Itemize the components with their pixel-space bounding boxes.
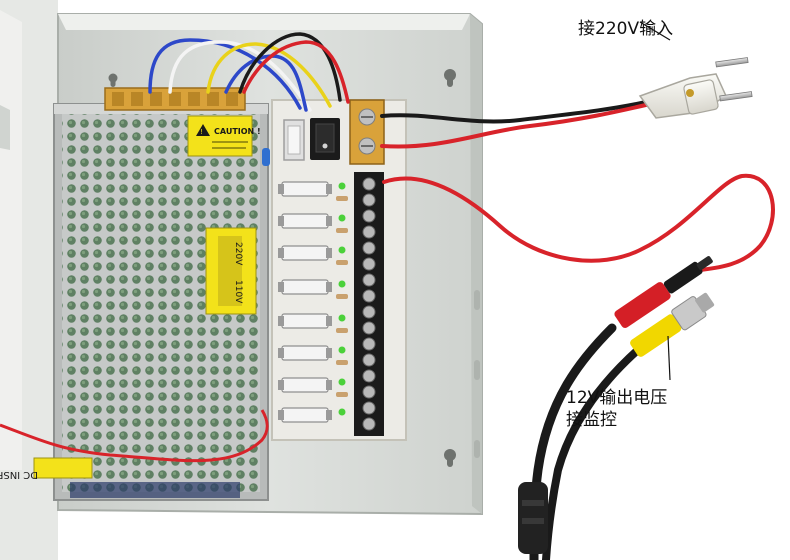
status-leds [338,182,346,416]
camera-connector-assembly [518,256,715,560]
psu-module: ! CAUTION ! 220V 110V DC INSPE [0,87,270,501]
caution-sticker: ! CAUTION ! [187,115,261,157]
voltage-selector-sticker: 220V 110V [205,227,257,315]
internal-wires [148,32,350,112]
ac-input-cable [380,100,652,149]
caution-title: CAUTION ! [214,127,261,136]
output-leader-line [667,335,671,381]
svg-text:!: ! [200,128,203,136]
input-leader-line [639,21,671,41]
dc-output-terminal-strip [354,172,384,436]
ac-plug [638,21,753,119]
internal-red-wire [0,409,269,463]
fuse-row [278,181,332,423]
ac-input-annotation: 接220V输入 [578,19,674,39]
enclosure-lid [0,0,58,560]
distribution-board [271,99,407,441]
dc-output-annotation-line2: 接监控 [566,410,617,430]
voltage-low-label: 110V [233,280,243,304]
voltage-high-label: 220V [233,242,243,266]
dc-output-annotation: 12V输出电压 接监控 [566,387,667,431]
dc-output-annotation-line1: 12V输出电压 [566,388,668,408]
dc-output-cable [382,173,775,272]
psu-bottom-text: DC INSPE [0,469,38,480]
psu-bottom-label: DC INSPE [0,457,93,480]
